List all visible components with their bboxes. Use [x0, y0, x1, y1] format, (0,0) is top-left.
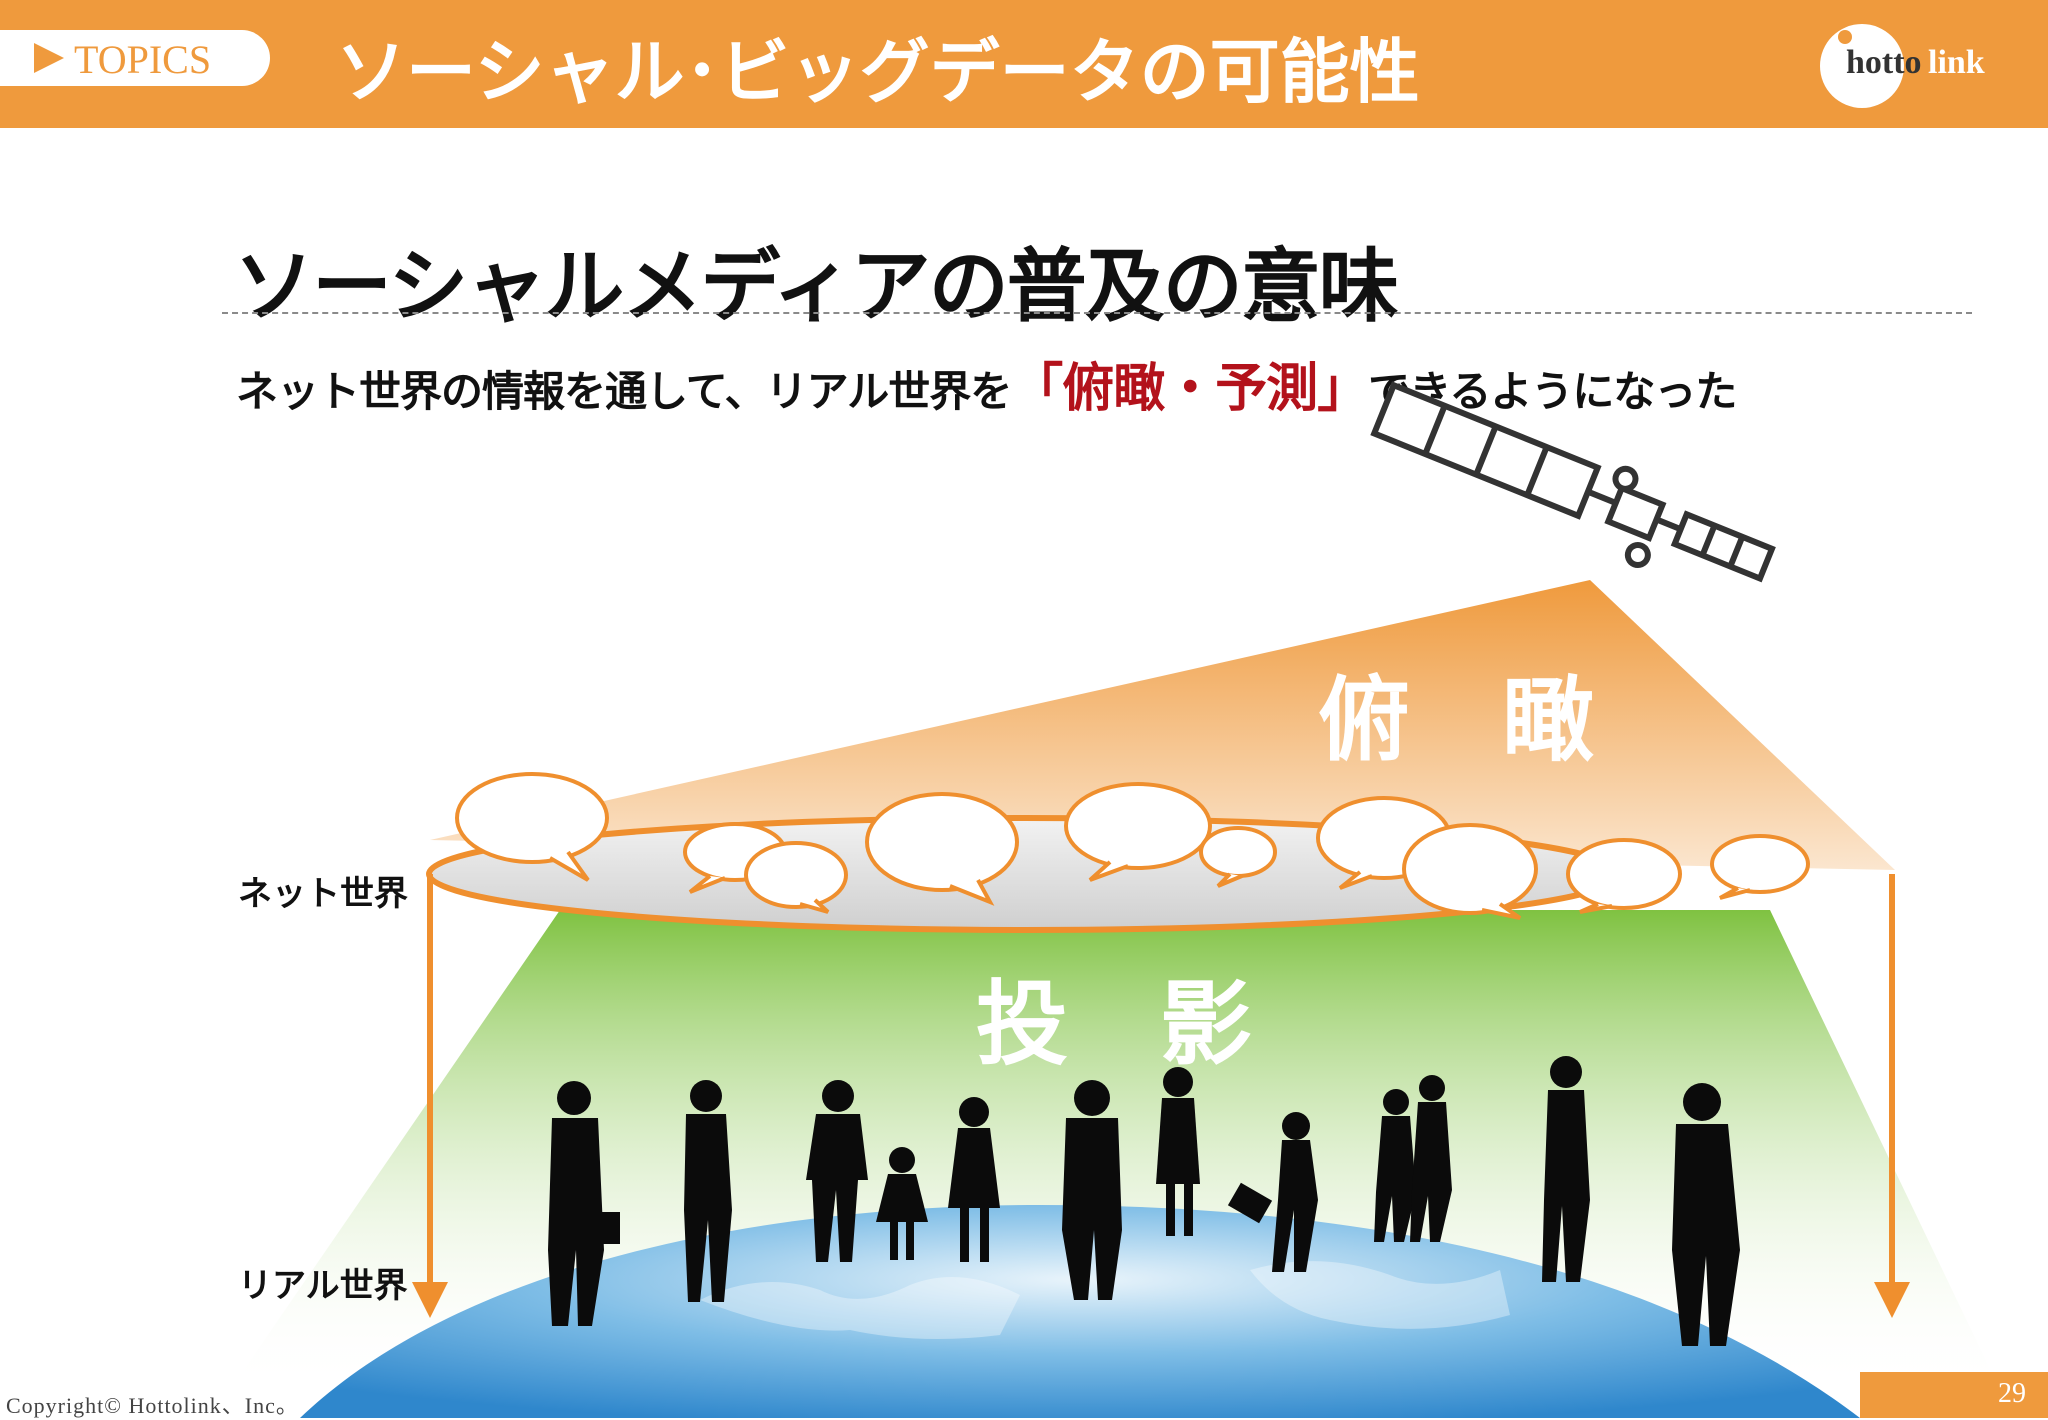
speech-bubble-icon [1064, 782, 1212, 882]
overview-label: 俯 瞰 [1318, 666, 1595, 774]
subtitle-text-before: ネット世界の情報を通して、リアル世界を [236, 367, 1012, 416]
person-silhouette [1410, 1075, 1452, 1242]
speech-bubble-icon [455, 772, 609, 882]
real-world-label: リアル世界 [238, 1266, 408, 1306]
person-silhouette [1227, 1112, 1318, 1272]
arrow-head-left [412, 1282, 448, 1318]
people-silhouettes [548, 1056, 1740, 1346]
globe-landmass [700, 1277, 1020, 1339]
slide-title: ソーシャル･ビッグデータの可能性 [336, 30, 1420, 113]
subtitle-highlight: 「俯瞰・予測」 [1011, 358, 1369, 419]
projection-label: 投 影 [976, 970, 1253, 1078]
net-world-label: ネット世界 [238, 874, 408, 914]
page-number-box: 29 [1860, 1372, 2048, 1418]
copyright: Copyright© Hottolink、Inc。 [6, 1393, 299, 1418]
person-silhouette [948, 1097, 1000, 1262]
speech-bubble-icon [1402, 823, 1538, 920]
person-silhouette [1672, 1083, 1740, 1346]
person-silhouette [548, 1081, 620, 1326]
logo-text-hotto: hotto [1846, 44, 1922, 81]
logo-circle [1820, 24, 1904, 108]
section-heading: ソーシャルメディアの普及の意味 [234, 239, 1399, 333]
page-number: 29 [1998, 1378, 2026, 1409]
play-arrow-icon [34, 43, 64, 73]
person-silhouette [876, 1147, 928, 1260]
hottolink-logo: hotto link [1820, 20, 2020, 108]
speech-bubble-icon [1199, 826, 1277, 888]
speech-bubble-icon [1710, 834, 1810, 900]
speech-bubble-icon [1566, 838, 1682, 914]
logo-dot-icon [1838, 30, 1852, 44]
logo-text-link: link [1928, 44, 1985, 81]
topics-tag: TOPICS [0, 30, 270, 86]
speech-bubble-icon [744, 841, 848, 914]
satellite-icon [1370, 381, 1776, 583]
header-bar: TOPICS ソーシャル･ビッグデータの可能性 hotto link [0, 0, 2048, 128]
heading-divider [222, 312, 1972, 314]
person-silhouette [684, 1080, 732, 1302]
globe-landmass [1250, 1261, 1510, 1329]
overview-beam [430, 580, 1895, 870]
subtitle: ネット世界の情報を通して、リアル世界を「俯瞰・予測」できるようになった [236, 346, 1737, 421]
person-silhouette [806, 1080, 868, 1262]
person-silhouette [1156, 1067, 1200, 1236]
person-silhouette [1062, 1080, 1122, 1300]
topics-label: TOPICS [74, 37, 212, 82]
speech-bubble-icon [865, 792, 1019, 906]
person-silhouette [1374, 1089, 1416, 1242]
person-silhouette [1542, 1056, 1590, 1282]
arrow-head-right [1874, 1282, 1910, 1318]
